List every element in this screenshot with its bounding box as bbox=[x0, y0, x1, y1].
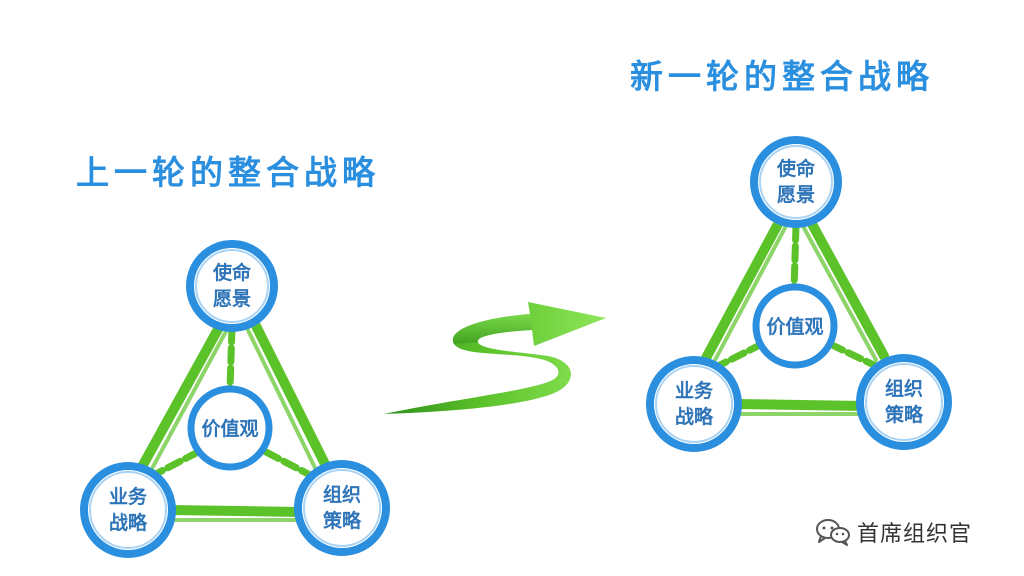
node-ring bbox=[856, 354, 952, 450]
node-label-line2: 战略 bbox=[675, 405, 714, 428]
node-label-line1: 使命 bbox=[212, 261, 252, 284]
spoke-top bbox=[790, 222, 800, 294]
node-label-line1: 价值观 bbox=[201, 417, 258, 440]
right-node-left: 业务 战略 bbox=[646, 356, 742, 452]
right-node-center: 价值观 bbox=[752, 283, 838, 369]
node-label-line1: 使命 bbox=[776, 157, 816, 180]
edge-top-left bbox=[701, 219, 783, 363]
node-ring bbox=[80, 462, 176, 558]
node-label-line2: 策略 bbox=[323, 509, 362, 532]
transition-arrow bbox=[384, 302, 606, 414]
node-label-line2: 策略 bbox=[885, 403, 924, 426]
right-diagram-title: 新一轮的整合战略 bbox=[630, 57, 934, 96]
node-label-line1: 组织 bbox=[885, 377, 923, 400]
node-ring bbox=[752, 283, 838, 369]
edge-top-right bbox=[249, 317, 333, 475]
right-diagram: 使命 愿景 价值观 业务 战略 组织 策略 bbox=[646, 136, 952, 452]
spoke-right bbox=[262, 448, 316, 480]
spoke-right bbox=[826, 340, 880, 370]
node-label-line2: 战略 bbox=[109, 511, 148, 534]
node-label-line1: 业务 bbox=[675, 379, 714, 402]
spoke-left bbox=[148, 448, 202, 480]
watermark-text: 首席组织官 bbox=[857, 522, 973, 547]
node-label-line1: 价值观 bbox=[766, 315, 823, 338]
node-label-line2: 愿景 bbox=[777, 184, 815, 206]
node-ring bbox=[646, 356, 742, 452]
left-diagram: 使命 愿景 价值观 业务 战略 组织 策略 bbox=[80, 240, 390, 558]
left-node-right: 组织 策略 bbox=[294, 460, 390, 556]
spoke-top bbox=[226, 324, 236, 392]
node-ring bbox=[186, 240, 278, 332]
node-label-line1: 组织 bbox=[323, 483, 361, 506]
edge-left-right bbox=[731, 399, 869, 411]
node-ring bbox=[294, 460, 390, 556]
right-node-top: 使命 愿景 bbox=[750, 136, 842, 228]
arrow-icon bbox=[384, 302, 606, 414]
node-label-line1: 业务 bbox=[109, 485, 148, 508]
watermark: 首席组织官 bbox=[815, 516, 972, 548]
right-connectors bbox=[701, 219, 889, 416]
left-connectors bbox=[133, 317, 333, 522]
edge-left-right bbox=[165, 505, 305, 517]
wechat-icon bbox=[816, 519, 850, 546]
left-node-center: 价值观 bbox=[187, 385, 273, 471]
node-ring bbox=[750, 136, 842, 228]
edge-top-right bbox=[807, 219, 889, 361]
left-node-top: 使命 愿景 bbox=[186, 240, 278, 332]
node-ring bbox=[187, 385, 273, 471]
spoke-left bbox=[714, 340, 766, 370]
node-label-line2: 愿景 bbox=[213, 288, 251, 310]
edge-top-left bbox=[133, 317, 227, 479]
left-diagram-title: 上一轮的整合战略 bbox=[76, 153, 380, 192]
right-node-right: 组织 策略 bbox=[856, 354, 952, 450]
left-node-left: 业务 战略 bbox=[80, 462, 176, 558]
